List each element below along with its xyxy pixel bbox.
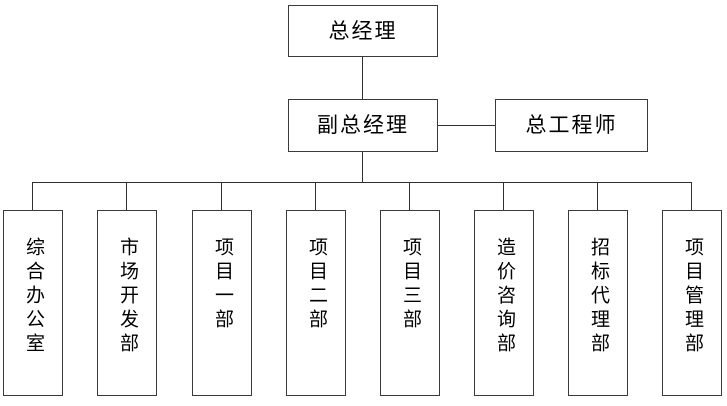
node-cost-consulting-dept[interactable]: 造价咨询部 — [474, 210, 534, 396]
node-general-office-label: 综合办公室 — [22, 237, 45, 357]
node-chief-engineer[interactable]: 总工程师 — [495, 99, 648, 152]
node-project-dept-3-label: 项目三部 — [399, 237, 422, 333]
node-deputy-general-manager[interactable]: 副总经理 — [288, 99, 438, 152]
node-project-dept-1[interactable]: 项目一部 — [192, 210, 252, 396]
connector-bus-to-dept-5 — [409, 182, 410, 210]
node-chief-engineer-label: 总工程师 — [525, 113, 618, 138]
node-cost-consulting-dept-label: 造价咨询部 — [493, 237, 516, 357]
connector-bus-to-dept-2 — [126, 182, 127, 210]
node-general-manager-label: 总经理 — [328, 18, 398, 43]
connector-bus-to-dept-3 — [221, 182, 222, 210]
node-project-dept-2-label: 项目二部 — [305, 237, 328, 333]
connector-bus-to-dept-6 — [503, 182, 504, 210]
connector-bus-to-dept-1 — [32, 182, 33, 210]
node-project-dept-1-label: 项目一部 — [211, 237, 234, 333]
connector-bus-to-dept-7 — [597, 182, 598, 210]
node-project-dept-3[interactable]: 项目三部 — [380, 210, 440, 396]
connector-bus-to-dept-8 — [691, 182, 692, 210]
node-general-office[interactable]: 综合办公室 — [3, 210, 63, 396]
node-project-dept-2[interactable]: 项目二部 — [286, 210, 346, 396]
node-deputy-general-manager-label: 副总经理 — [317, 113, 409, 138]
connector-horizontal-bus — [32, 182, 691, 183]
node-market-development-dept[interactable]: 市场开发部 — [97, 210, 157, 396]
node-bidding-agency-dept-label: 招标代理部 — [587, 237, 610, 357]
connector-deputy-to-bus — [362, 152, 363, 183]
connector-bus-to-dept-4 — [315, 182, 316, 210]
node-project-management-dept-label: 项目管理部 — [681, 237, 704, 357]
node-project-management-dept[interactable]: 项目管理部 — [662, 210, 722, 396]
node-general-manager[interactable]: 总经理 — [288, 5, 438, 57]
connector-deputy-to-chief-engineer — [438, 125, 495, 126]
connector-gm-to-deputy — [362, 57, 363, 100]
node-bidding-agency-dept[interactable]: 招标代理部 — [568, 210, 628, 396]
node-market-development-dept-label: 市场开发部 — [116, 237, 139, 357]
